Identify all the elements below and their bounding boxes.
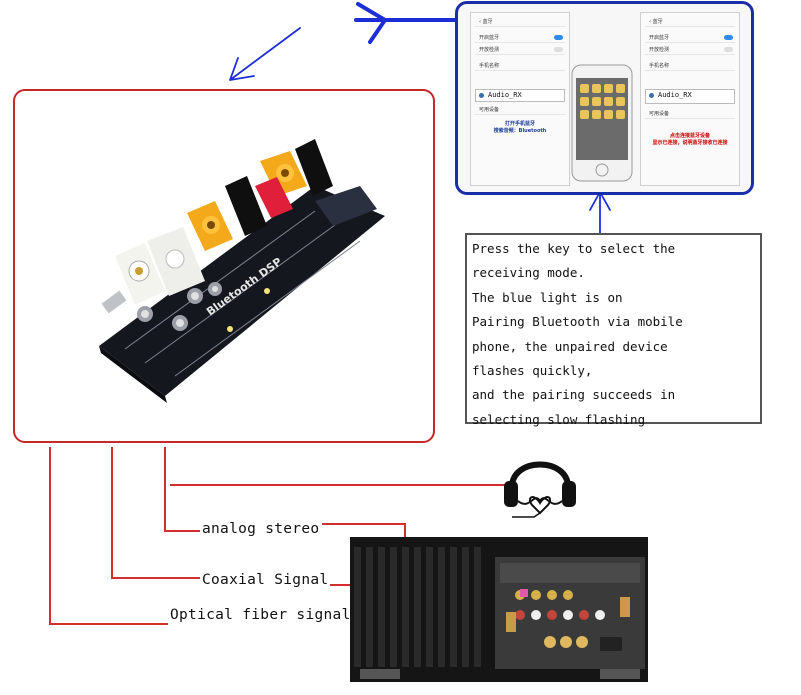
headset-icon xyxy=(649,93,654,98)
phone-pairing-screenshots: ‹ 蓝牙 开启蓝牙 开放检测 手机名称 Audio_RX 可用设备 打开手机蓝牙… xyxy=(455,1,754,195)
label-analog-stereo: analog stereo xyxy=(202,521,320,537)
wire-optical xyxy=(49,447,168,625)
instruction-line: and the pairing succeeds in xyxy=(472,387,676,403)
arrow-up-icon xyxy=(589,191,611,234)
wire-analog xyxy=(164,447,200,532)
bluetooth-dsp-board-image: Bluetooth DSP xyxy=(99,139,385,403)
instruction-line: phone, the unpaired device xyxy=(472,338,668,354)
headset-icon xyxy=(479,93,484,98)
instruction-line: Press the key to select the xyxy=(472,241,676,256)
bluetooth-settings-screen-left: ‹ 蓝牙 开启蓝牙 开放检测 手机名称 Audio_RX 可用设备 打开手机蓝牙… xyxy=(470,12,570,186)
arrow-down-left-icon xyxy=(229,27,301,81)
instruction-line: selecting slow flashing xyxy=(472,411,646,427)
board-photo-frame: Bluetooth DSP xyxy=(13,89,435,443)
toggle-icon xyxy=(554,35,563,40)
instruction-line: flashes quickly, xyxy=(472,363,593,379)
instruction-line: Pairing Bluetooth via mobile xyxy=(472,314,683,330)
toggle-icon xyxy=(554,47,563,52)
label-coaxial-signal: Coaxial Signal xyxy=(202,572,329,588)
note-annotation: 打开手机蓝牙搜索音频：Bluetooth xyxy=(493,121,547,134)
toggle-icon xyxy=(724,35,733,40)
headphones-heart-icon xyxy=(504,461,576,518)
label-optical-fiber-signal: Optical fiber signal xyxy=(170,607,351,623)
bluetooth-settings-screen-right: ‹ 蓝牙 开启蓝牙 开放检测 手机名称 Audio_RX 可用设备 点击连接蓝牙… xyxy=(640,12,740,186)
instruction-line: The blue light is on xyxy=(472,289,623,305)
wire-coaxial xyxy=(111,447,200,579)
toggle-icon xyxy=(724,47,733,52)
smartphone-image xyxy=(571,64,633,182)
device-row-audio-rx: Audio_RX xyxy=(475,89,565,102)
instruction-text-box: Press the key to select the receiving mo… xyxy=(465,233,762,427)
device-row-audio-rx-paired: Audio_RX xyxy=(645,89,735,104)
amplifier-rear-panel-image xyxy=(350,537,648,682)
note-annotation: 点击连接蓝牙设备显示已连接，说明蓝牙接收已连接 xyxy=(652,133,728,146)
instruction-line: receiving mode. xyxy=(472,265,585,281)
arrow-left-icon xyxy=(354,2,457,44)
